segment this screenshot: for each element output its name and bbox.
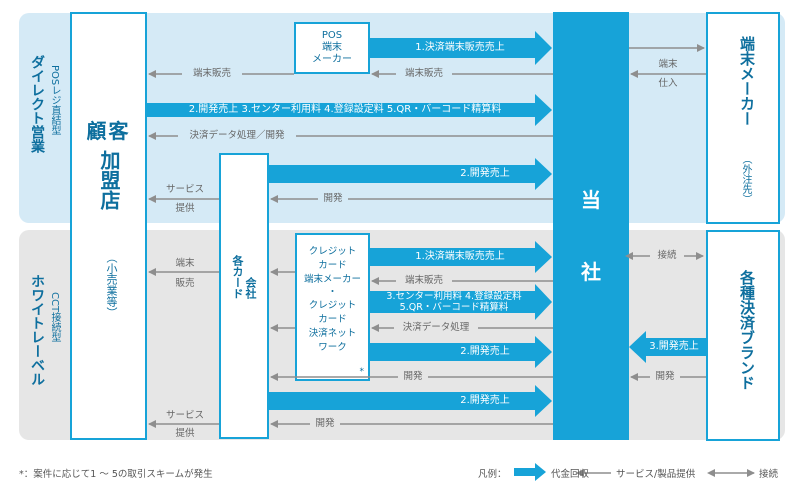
label-data-processing-wl: 決済データ処理 xyxy=(394,322,478,334)
label-dev-wl-right: 開発 xyxy=(650,371,680,383)
label-dev-top: 開発 xyxy=(318,193,348,205)
whitelabel-title: ホワイトレーベル xyxy=(29,274,45,386)
blue-arrow-direct-revenue xyxy=(147,94,552,126)
customer-box: 顧客 加盟店 （小売業等） xyxy=(70,12,147,440)
payment-brands-label: 各種決済ブランド xyxy=(738,270,756,390)
credit-group-line-5: クレジット xyxy=(308,300,357,311)
terminal-maker-note: （外注先） xyxy=(740,154,751,204)
label-service-bottom-1: サービス xyxy=(165,410,204,421)
whitelabel-subtitle: CCT接続型 xyxy=(49,292,60,343)
blue-label-a5-line2: 5.QR・バーコード精算料 xyxy=(399,302,509,313)
credit-group-line-6: カード xyxy=(318,314,347,325)
payment-brands-box: 各種決済ブランド xyxy=(706,230,780,441)
blue-label-a1: 1.決済端末販売売上 xyxy=(415,42,505,53)
customer-line-2: 加盟店 xyxy=(97,150,121,210)
legend-title: 凡例： xyxy=(478,469,507,480)
label-terminal-wl-left-1: 端末 xyxy=(175,258,195,269)
credit-group-line-4: ・ xyxy=(327,287,338,298)
label-terminal-sales-mid: 端末販売 xyxy=(396,68,452,80)
label-terminal-purchase-2: 仕入 xyxy=(658,78,678,89)
blue-label-a2: 2.開発売上 3.センター利用料 4.登録設定料 5.QR・バーコード精算料 xyxy=(188,104,502,115)
company-box: 当 社 xyxy=(553,12,629,440)
pos-maker-line-1: POS xyxy=(321,30,343,41)
blue-label-a4: 1.決済端末販売売上 xyxy=(415,251,505,262)
label-connect-top: 接続 xyxy=(650,250,684,262)
footnote: *：案件に応じて1 ～ 5の取引スキームが発生 xyxy=(19,469,213,480)
pos-maker-box: POS 端末 メーカー xyxy=(294,22,370,74)
terminal-maker-box: 端末メーカー （外注先） xyxy=(706,12,780,224)
blue-arrow-credit-dev xyxy=(370,336,552,368)
blue-label-a6: 2.開発売上 xyxy=(460,346,510,357)
direct-sales-subtitle: POSレジ直結型 xyxy=(49,65,60,136)
label-terminal-purchase-1: 端末 xyxy=(658,59,678,70)
blue-label-a8: 3.開発売上 xyxy=(649,341,699,352)
credit-group-line-7: 決済ネット xyxy=(308,328,357,339)
pos-maker-line-3: メーカー xyxy=(312,54,352,65)
label-service-top-1: サービス xyxy=(165,184,204,195)
card-company-line-2: 会社 xyxy=(244,277,257,299)
label-terminal-sales-left: 端末販売 xyxy=(182,68,242,80)
credit-card-group-box: クレジット カード 端末メーカー ・ クレジット カード 決済ネット ワーク * xyxy=(295,233,370,381)
blue-arrow-center-fees xyxy=(370,284,552,320)
card-company-line-1: 各カード xyxy=(231,255,244,299)
blue-arrow-credit-sales xyxy=(370,241,552,273)
label-service-bottom-2: 提供 xyxy=(175,428,195,439)
blue-label-a5-line1: 3.センター利用料 4.登録設定料 xyxy=(386,291,522,302)
credit-group-mark: * xyxy=(359,367,365,377)
legend-blue-arrow-icon xyxy=(514,463,546,481)
customer-line-1: 顧客 xyxy=(86,119,131,143)
blue-arrow-pos-sales xyxy=(370,31,552,65)
card-company-label: 各カード会社 xyxy=(221,255,267,302)
credit-group-line-2: カード xyxy=(318,260,347,271)
label-terminal-wl-mid: 端末販売 xyxy=(396,275,452,287)
terminal-maker-label: 端末メーカー xyxy=(738,36,756,126)
legend-item-connect: 接続 xyxy=(759,469,779,480)
label-dev-wl-left: 開発 xyxy=(398,371,428,383)
label-dev-bottom: 開発 xyxy=(310,418,340,430)
blue-arrow-brand-dev xyxy=(629,331,706,363)
credit-group-line-8: ワーク xyxy=(318,342,347,353)
legend-item-service: サービス/製品提供 xyxy=(616,469,696,480)
customer-note: （小売業等） xyxy=(105,252,118,318)
legend-item-payment: 代金回収 xyxy=(551,469,590,480)
card-company-box: 各カード会社 xyxy=(219,153,269,439)
blue-arrow-card-bottom-dev xyxy=(269,385,552,417)
label-service-top-2: 提供 xyxy=(175,203,195,214)
label-terminal-wl-left-2: 販売 xyxy=(175,278,195,289)
credit-group-line-3: 端末メーカー xyxy=(303,274,361,285)
credit-group-line-1: クレジット xyxy=(308,246,357,257)
company-line-2: 社 xyxy=(581,260,601,284)
direct-sales-title: ダイレクト営業 xyxy=(29,55,45,153)
blue-label-a3: 2.開発売上 xyxy=(460,168,510,179)
pos-maker-line-2: 端末 xyxy=(322,42,342,53)
label-data-processing-top: 決済データ処理／開発 xyxy=(178,130,296,142)
company-line-1: 当 xyxy=(581,188,601,212)
blue-arrow-card-dev xyxy=(269,158,552,190)
blue-label-a7: 2.開発売上 xyxy=(460,395,510,406)
